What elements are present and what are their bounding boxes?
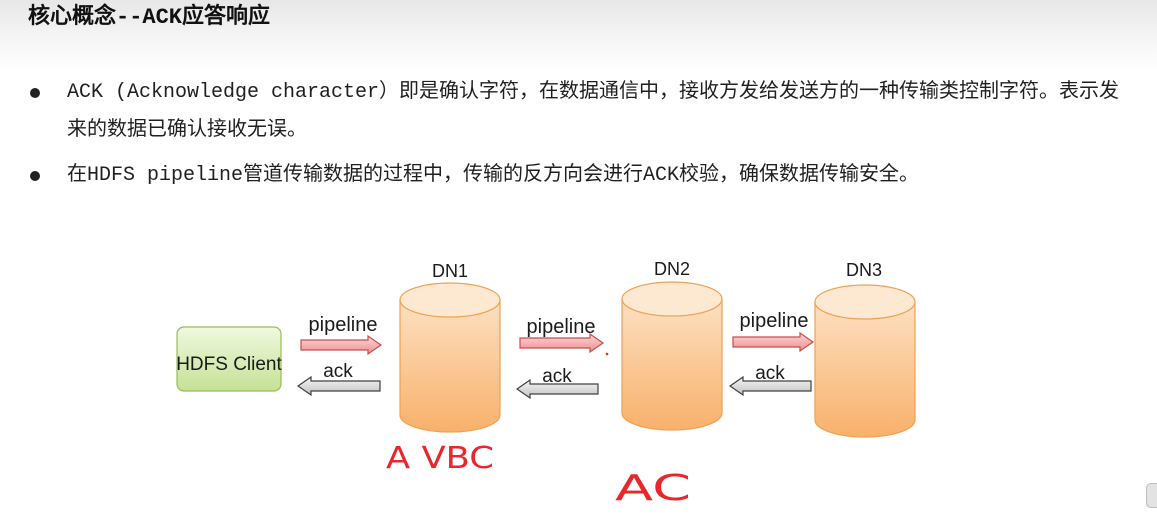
pipeline-arrow-2	[519, 332, 605, 354]
pipeline-arrows	[300, 331, 815, 356]
bullet-1-line-1: ACK (Acknowledge character）即是确认字符，在数据通信中…	[67, 81, 1120, 104]
slide-title: 核心概念--ACK应答响应	[28, 5, 271, 30]
hdfs-client-label: HDFS Client	[176, 354, 282, 375]
bullet-1-line-2: 来的数据已确认接收无误。	[67, 119, 307, 142]
bullet-item-1: ACK (Acknowledge character）即是确认字符，在数据通信中…	[26, 74, 1146, 150]
datanode-3-cylinder	[814, 284, 916, 438]
handwritten-annotations: A VBC AC	[386, 352, 691, 509]
datanode-2-cylinder-body	[621, 298, 723, 431]
pipeline-arrow-3	[732, 331, 815, 353]
pipeline-label-2: pipeline	[527, 316, 596, 338]
bullet-item-2: 在HDFS pipeline管道传输数据的过程中，传输的反方向会进行ACK校验，…	[26, 157, 1146, 195]
datanode-1-cylinder	[399, 282, 501, 433]
ack-label-3: ack	[755, 363, 785, 384]
datanode-1-cylinder-body	[399, 299, 501, 433]
bullet-list: ACK (Acknowledge character）即是确认字符，在数据通信中…	[26, 74, 1146, 202]
ack-arrow-2	[515, 378, 599, 400]
ack-label-2: ack	[542, 366, 572, 387]
hdfs-client: HDFS Client	[176, 326, 283, 392]
slide-nav-handle[interactable]	[1146, 483, 1157, 508]
ack-arrows	[296, 375, 812, 400]
ack-arrow-3	[728, 375, 812, 397]
hdfs-client-box	[176, 326, 282, 392]
datanode-1-cylinder-top	[399, 282, 501, 318]
handwritten-note-1: A VBC	[386, 441, 494, 476]
pipeline-label-3: pipeline	[740, 310, 809, 332]
bullet-marker	[30, 171, 40, 181]
pipeline-arrow-1	[300, 334, 383, 356]
datanode-1: DN1	[399, 261, 501, 433]
datanode-2-cylinder	[621, 281, 723, 431]
datanode-3-label: DN3	[846, 260, 882, 280]
pipeline-label-1: pipeline	[309, 314, 378, 336]
handwritten-note-2: AC	[615, 468, 691, 509]
datanode-2-label: DN2	[654, 259, 690, 279]
ack-label-1: ack	[323, 361, 353, 382]
datanode-3: DN3	[814, 260, 916, 438]
datanode-2: DN2	[621, 259, 723, 431]
datanode-3-cylinder-top	[814, 284, 916, 320]
bullet-2-line-1: 在HDFS pipeline管道传输数据的过程中，传输的反方向会进行ACK校验，…	[67, 164, 920, 187]
datanode-2-cylinder-top	[621, 281, 723, 317]
datanode-3-cylinder-body	[814, 301, 916, 438]
ack-arrow-1	[296, 375, 381, 397]
bullet-marker	[30, 88, 40, 98]
datanode-1-label: DN1	[432, 261, 468, 281]
pen-dot	[605, 352, 609, 356]
